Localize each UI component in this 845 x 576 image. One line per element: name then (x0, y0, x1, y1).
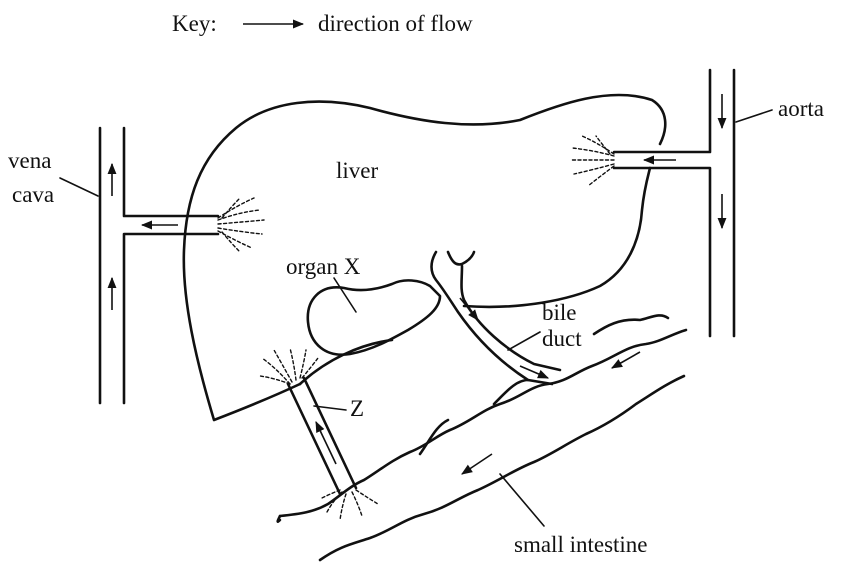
key-title: Key: (172, 11, 217, 36)
organ-x-label: organ X (286, 254, 361, 279)
liver-outline (184, 95, 665, 420)
vena-cava-label-line1: vena (8, 148, 51, 173)
liver-label: liver (336, 158, 378, 183)
key-description: direction of flow (318, 11, 473, 36)
aorta (570, 70, 772, 336)
intestine-arrow-bottom (462, 454, 492, 474)
aorta-label: aorta (778, 96, 824, 121)
vena-cava (60, 128, 264, 403)
liver-lower-right-edge (464, 168, 650, 307)
bile-duct (432, 252, 561, 384)
vessel-z-capillaries-bottom (322, 490, 378, 520)
vessel-z-capillaries-top (260, 348, 318, 384)
vessel-z (260, 348, 378, 520)
small-intestine (278, 315, 686, 560)
hepatic-vein-capillaries (218, 198, 264, 252)
vessel-z-arrow (316, 422, 336, 464)
vena-cava-label-line2: cava (12, 182, 54, 207)
small-intestine-label: small intestine (514, 532, 648, 557)
bile-duct-label-line2: duct (542, 326, 582, 351)
bile-duct-label-line1: bile (542, 300, 577, 325)
vessel-z-label: Z (350, 396, 364, 421)
hepatic-artery-capillaries (570, 136, 614, 186)
